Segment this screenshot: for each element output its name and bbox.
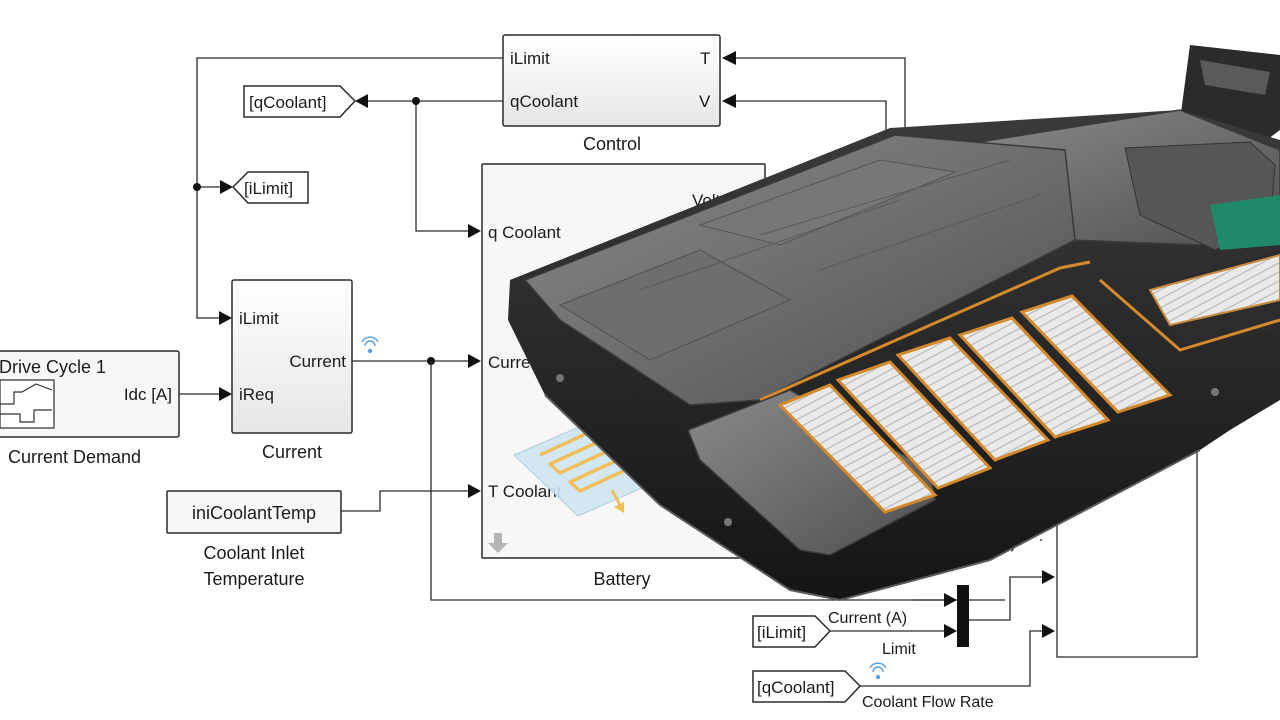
- control-port-ilimit: iLimit: [510, 49, 550, 68]
- drive-cycle-graph-icon: [0, 379, 55, 429]
- battery-caption: Battery: [593, 569, 650, 589]
- wire-current-scope: [430, 361, 1005, 601]
- battery-pack-image: [508, 45, 1280, 602]
- wire-mux-out: [969, 576, 1042, 621]
- control-block[interactable]: iLimit qCoolant T V: [502, 34, 721, 127]
- from-ilimit-tag[interactable]: [iLimit]: [752, 615, 832, 648]
- coolant-inlet-caption-1: Coolant Inlet: [203, 543, 304, 563]
- wire-coolant-temp: [341, 490, 468, 512]
- current-caption: Current: [262, 442, 322, 462]
- battery-cell-modules: [777, 294, 1173, 514]
- mux-block[interactable]: [957, 585, 969, 647]
- current-block[interactable]: iLimit iReq Current: [231, 279, 353, 434]
- from-qcoolant-label: [qCoolant]: [757, 678, 835, 697]
- current-port-output: Current: [289, 352, 346, 371]
- coolant-inlet-caption-2: Temperature: [203, 569, 304, 589]
- battery-port-current: Curre: [488, 353, 531, 372]
- from-ilimit-label: [iLimit]: [757, 623, 806, 642]
- signal-wireless-icon: [361, 336, 379, 354]
- drive-cycle-caption: Current Demand: [8, 447, 141, 467]
- goto-qcoolant-label: [qCoolant]: [249, 93, 327, 112]
- battery-port-t-coolant: T Coolant: [488, 482, 562, 501]
- signal-wireless-icon: [869, 662, 887, 680]
- goto-qcoolant-tag[interactable]: [qCoolant]: [243, 85, 357, 118]
- scope-block[interactable]: [1056, 440, 1198, 658]
- from-qcoolant-tag[interactable]: [qCoolant]: [752, 670, 862, 703]
- control-caption: Control: [583, 134, 641, 154]
- control-port-qcoolant: qCoolant: [510, 92, 578, 111]
- drive-cycle-output: Idc [A]: [124, 385, 172, 404]
- wire-qcoolant-scope: [860, 630, 1042, 687]
- wire-qcoolant-battery: [415, 101, 468, 232]
- down-arrow-icon: [488, 533, 508, 553]
- drive-cycle-block[interactable]: Drive Cycle 1 Idc [A]: [0, 350, 180, 438]
- battery-port-q-coolant: q Coolant: [488, 223, 561, 242]
- current-port-ilimit: iLimit: [239, 309, 279, 328]
- signal-label-limit: Limit: [882, 641, 916, 658]
- control-port-t: T: [700, 49, 710, 68]
- current-port-ireq: iReq: [239, 385, 274, 404]
- coolant-inlet-constant[interactable]: iniCoolantTemp: [166, 490, 342, 534]
- control-port-v: V: [699, 92, 711, 111]
- signal-label-current-a: Current (A): [828, 610, 907, 627]
- coolant-inlet-value: iniCoolantTemp: [192, 503, 316, 523]
- goto-ilimit-label: [iLimit]: [244, 179, 293, 198]
- drive-cycle-title: Drive Cycle 1: [0, 357, 106, 377]
- goto-ilimit-tag[interactable]: [iLimit]: [231, 171, 309, 204]
- signal-label-coolant-flow-rate: Coolant Flow Rate: [862, 694, 994, 711]
